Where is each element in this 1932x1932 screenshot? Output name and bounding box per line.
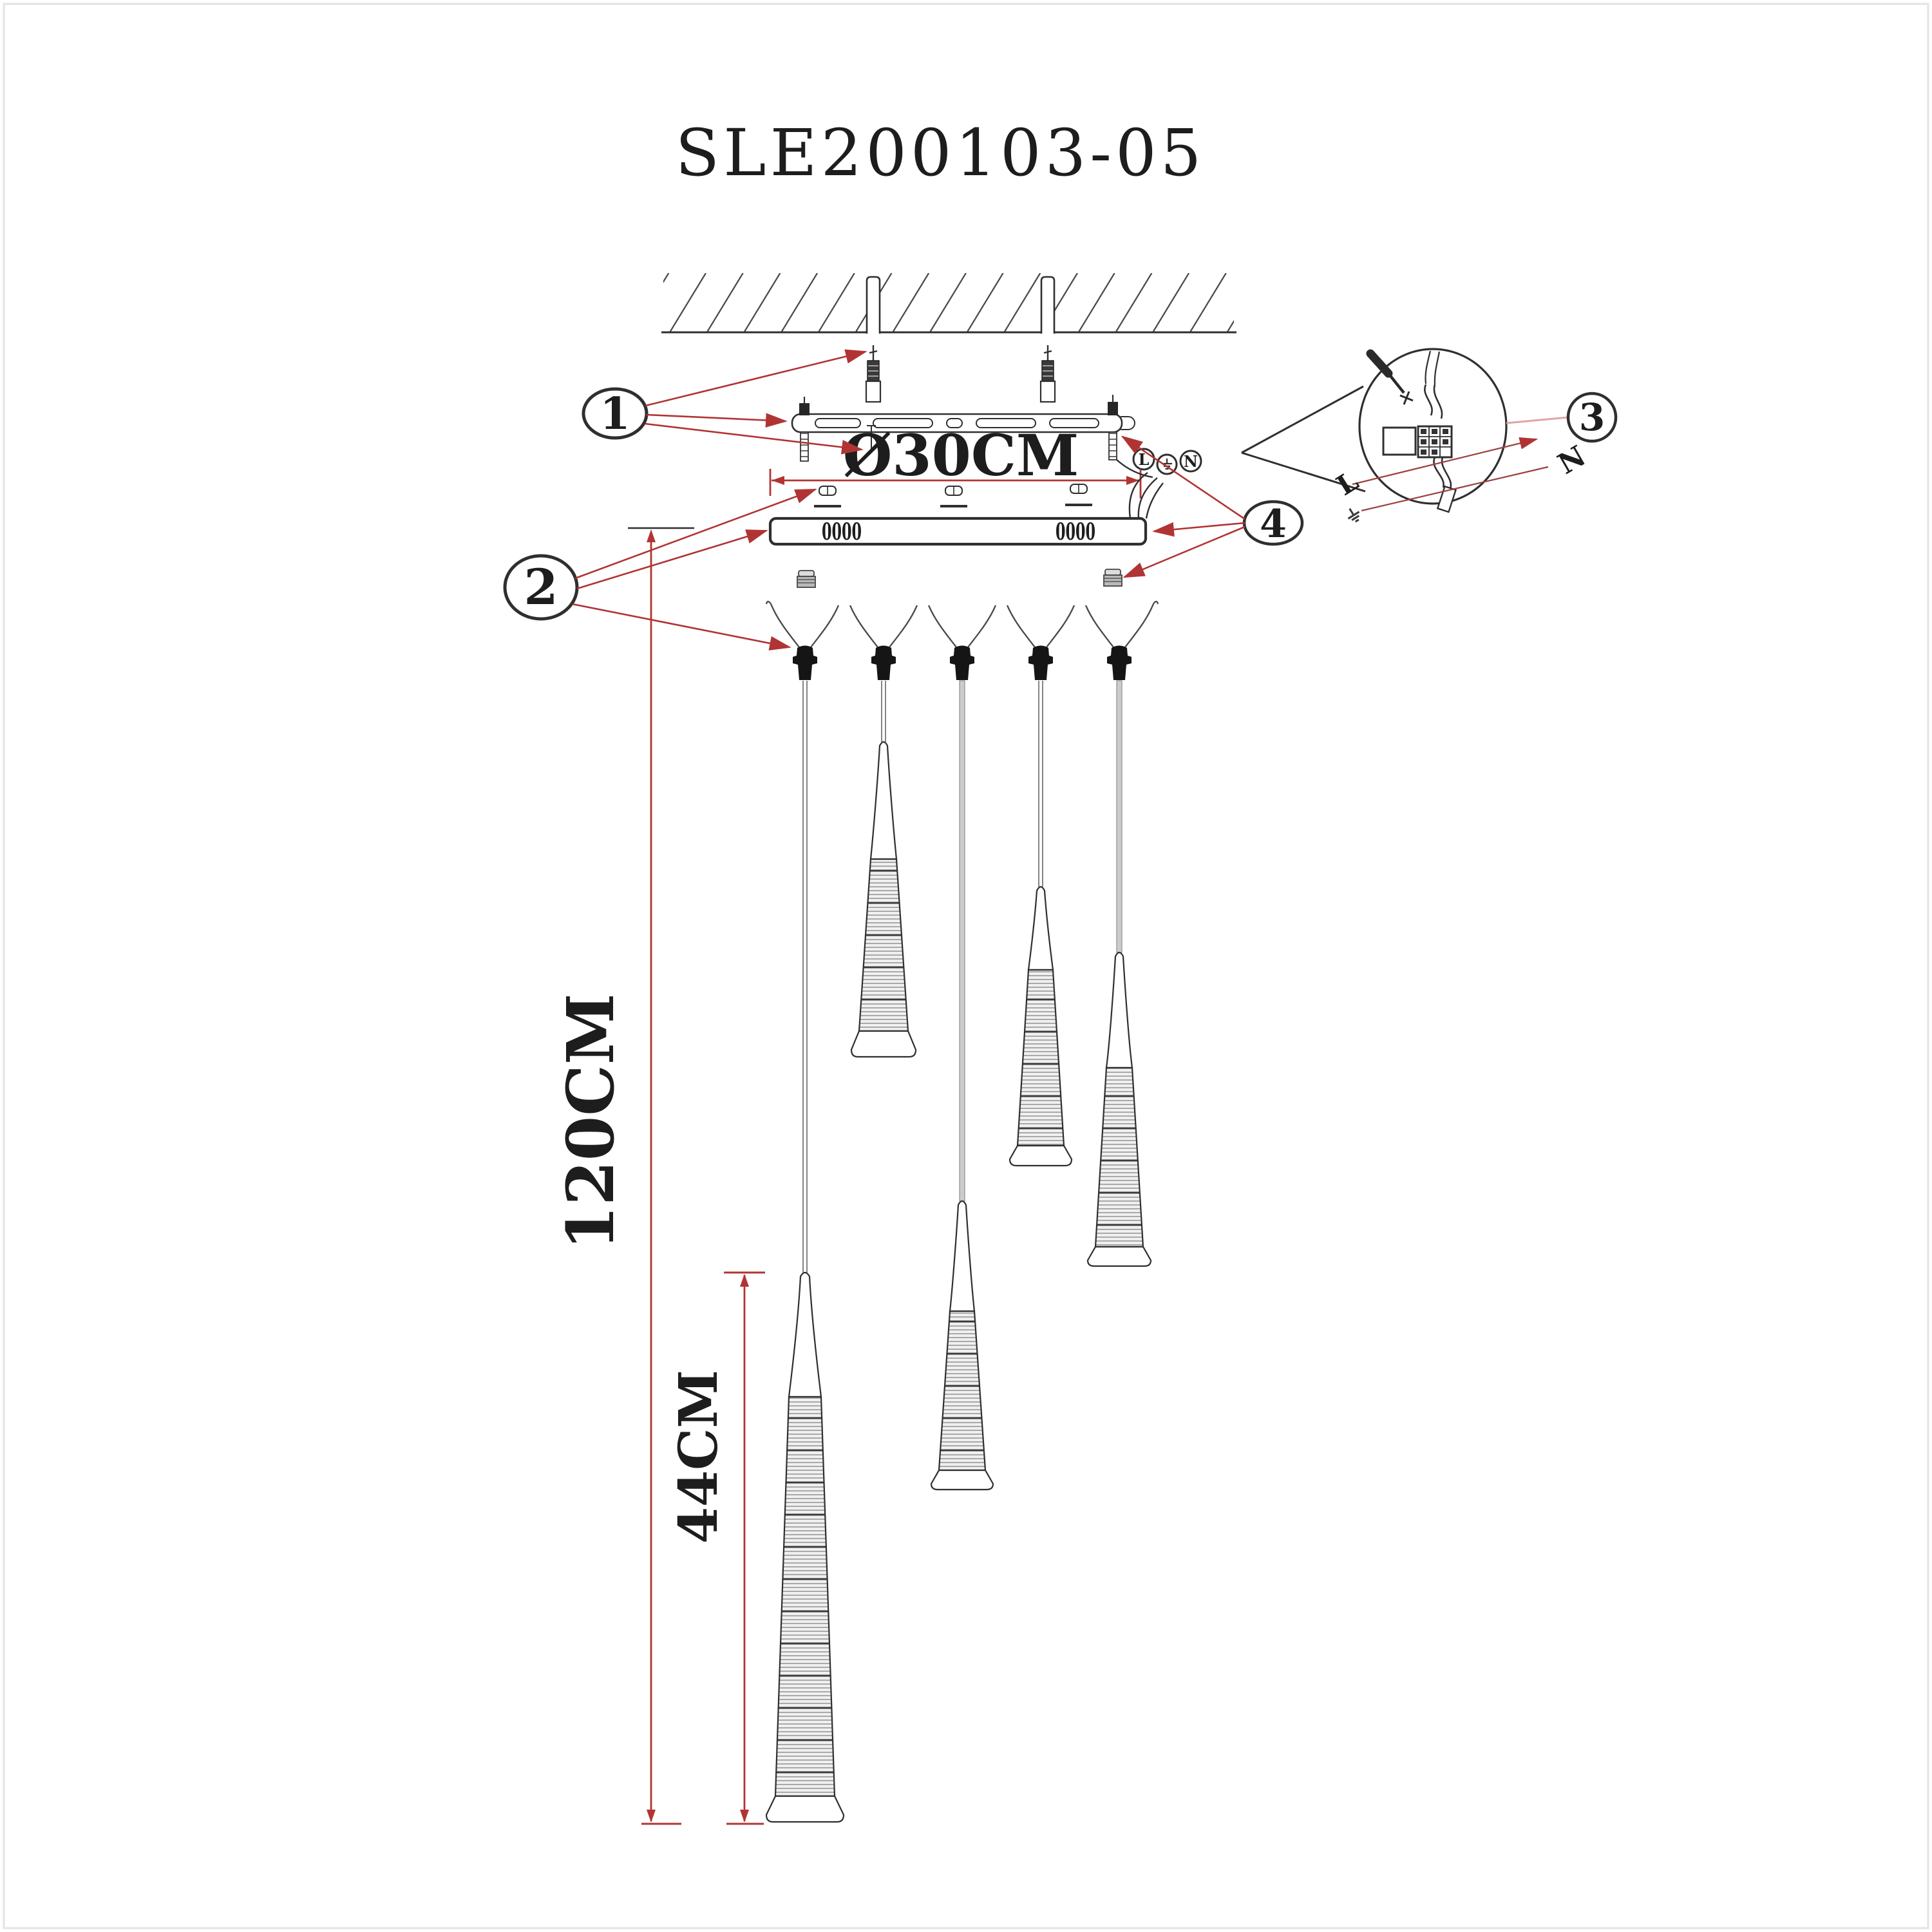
shade-cone-neck xyxy=(1105,951,1133,1069)
balloon-neutral-label: N xyxy=(1553,440,1591,481)
leader-arrow xyxy=(645,422,864,455)
pendant-cord xyxy=(1116,680,1122,953)
canopy-vent-slots-right: 0000 xyxy=(1056,518,1095,545)
leader-arrow xyxy=(1122,526,1245,578)
leader-arrow xyxy=(1152,522,1245,537)
pendant-5 xyxy=(1086,680,1152,1267)
shade-cone-neck xyxy=(869,741,898,860)
earth-ground-icon xyxy=(1347,508,1360,523)
callout-3-number: 3 xyxy=(1579,395,1605,439)
leader-arrow xyxy=(1121,435,1245,520)
callout-1: 1 xyxy=(582,349,867,455)
canopy-vent-slots-left: 0000 xyxy=(822,518,862,545)
pendant-4 xyxy=(1009,681,1073,1167)
canopy-screw-right xyxy=(1103,569,1122,587)
pendant-1 xyxy=(765,681,845,1823)
callout-2: 2 xyxy=(503,488,817,651)
drop-dimension: 120CM xyxy=(553,527,694,1825)
shade-cone-neck xyxy=(788,1271,822,1398)
shade-cone-tip xyxy=(765,1795,845,1823)
shade-cone-mesh xyxy=(1094,1066,1144,1248)
shade-cone-tip xyxy=(930,1469,994,1491)
shade-cone-tip xyxy=(1009,1144,1073,1167)
shade-cone-mesh xyxy=(858,858,909,1032)
callout-2-number: 2 xyxy=(524,558,558,616)
callout-1-number: 1 xyxy=(600,388,630,440)
callout-4-number: 4 xyxy=(1260,502,1287,547)
pendant-cord xyxy=(959,680,965,1202)
bracket-bar xyxy=(791,413,1123,433)
leader-arrow xyxy=(576,529,768,590)
page-frame xyxy=(3,3,1929,1929)
terminal-block xyxy=(1382,425,1453,459)
page-title: SLE200103-05 xyxy=(676,115,1206,191)
leader-arrow xyxy=(646,413,788,428)
shade-cone-mesh xyxy=(1016,969,1065,1147)
neutral-pointer-line xyxy=(1361,466,1549,512)
bracket-slot xyxy=(873,418,933,428)
hanger-wires xyxy=(765,600,1159,653)
anchor-screw-right xyxy=(1039,345,1056,403)
callout-4: 4 xyxy=(1121,435,1304,578)
bracket-screw-left xyxy=(799,397,810,462)
leader-arrow xyxy=(574,488,817,580)
terminal-label-neutral: N xyxy=(1184,452,1198,471)
pendant-2 xyxy=(850,681,917,1058)
leader-arrow xyxy=(645,349,867,407)
bracket-screw-right xyxy=(1108,395,1118,460)
shade-dimension: 44CM xyxy=(668,1271,765,1825)
pendant-3 xyxy=(930,680,994,1491)
wire-ferrule xyxy=(1436,485,1457,513)
terminal-markers: L N xyxy=(1132,448,1202,475)
shade-cone-mesh xyxy=(938,1310,987,1472)
shade-cone-tip xyxy=(850,1030,917,1058)
screwdriver-icon xyxy=(1366,349,1414,405)
bracket-slot xyxy=(1049,418,1099,428)
canopy-screw-left xyxy=(797,570,816,588)
wall-plug-left xyxy=(866,276,881,334)
bracket-center-hole xyxy=(946,418,963,428)
canopy: 0000 0000 xyxy=(768,516,1148,546)
leader-line-3 xyxy=(1506,416,1569,424)
shade-cone-tip xyxy=(1086,1245,1152,1267)
ceiling xyxy=(661,273,1236,403)
diameter-dimension xyxy=(769,469,1142,498)
leader-arrow xyxy=(572,603,791,651)
ceiling-hatch xyxy=(663,273,1234,332)
anchor-screw-left xyxy=(865,345,882,403)
shade-cone-neck xyxy=(1027,886,1054,971)
mounting-bracket xyxy=(791,395,1135,462)
detail-balloon: L N 3 xyxy=(1241,348,1618,523)
bracket-slot xyxy=(976,418,1036,428)
live-pointer-line xyxy=(1352,437,1539,486)
cable-grommets xyxy=(814,484,1092,507)
shade-dimension-label: 44CM xyxy=(668,1370,730,1544)
cord-grips xyxy=(793,645,1132,680)
terminal-label-live: L xyxy=(1139,450,1150,469)
shade-cone-neck xyxy=(949,1200,976,1312)
diameter-label: Ø30CM xyxy=(843,422,1079,489)
shade-cone-mesh xyxy=(774,1396,836,1797)
wall-plug-right xyxy=(1040,276,1056,334)
drop-dimension-label: 120CM xyxy=(553,993,629,1250)
bracket-slot xyxy=(815,418,861,428)
supply-wires xyxy=(1116,459,1164,519)
